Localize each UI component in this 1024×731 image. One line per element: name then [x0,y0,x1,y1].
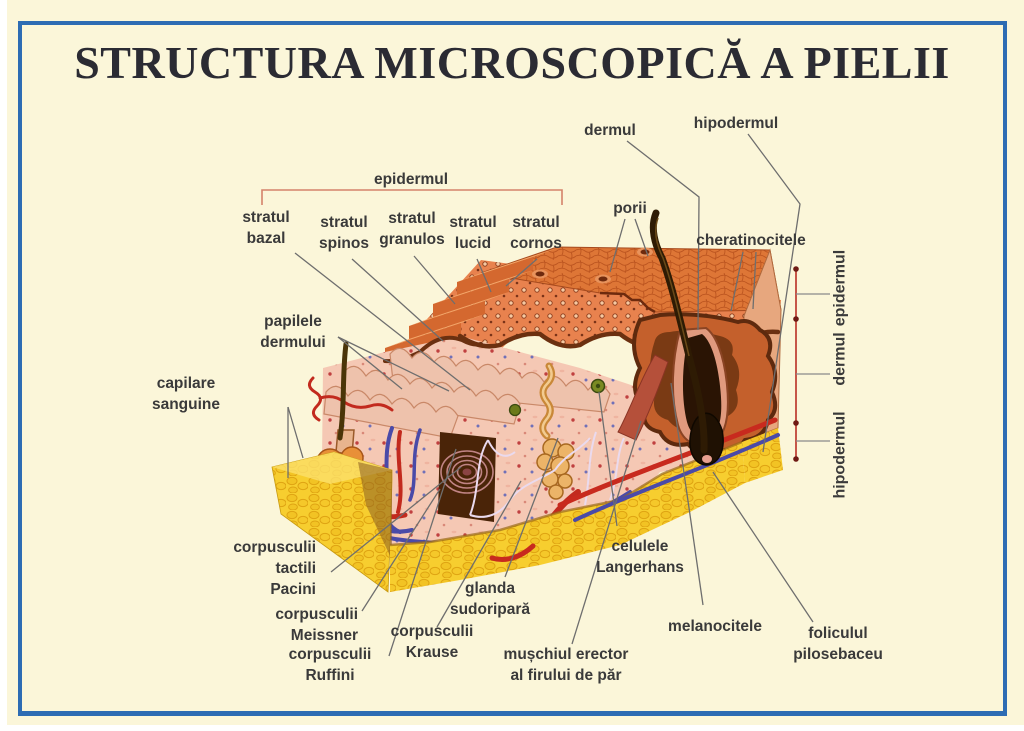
label-hipodermul: hipodermul [693,115,779,132]
leader-lines [287,133,814,657]
langerhans-cell [590,378,606,394]
page-margin-bottom [0,725,1024,731]
scale-label-dermul: dermul [831,332,849,386]
layer-scale [793,266,830,462]
label-melanocitele: melanocitele [668,618,762,635]
skin-block [271,209,783,593]
scale-label-epidermul: epidermul [831,249,849,327]
label-porii: porii [613,200,647,217]
hair-follicle [649,209,729,466]
erector-muscle [617,354,669,441]
melanocyte-cell [508,403,522,417]
label-dermul: dermul [584,122,636,139]
dermal-papillae [323,347,611,439]
label-epidermul: epidermul [373,171,449,188]
surface-step-edge [599,291,656,314]
page-margin-left [0,0,7,731]
label-cheratinocitele: cheratinocitele [696,232,806,249]
poster-title: STRUCTURA MICROSCOPICĂ A PIELII [74,37,950,88]
epidermis-strata-steps [385,248,557,361]
left-hair-shaft [337,341,349,441]
epidermis-bracket [261,189,563,205]
dermal-papilla-of-bulb [702,455,712,463]
scale-label-hipodermul: hipodermul [831,411,849,499]
